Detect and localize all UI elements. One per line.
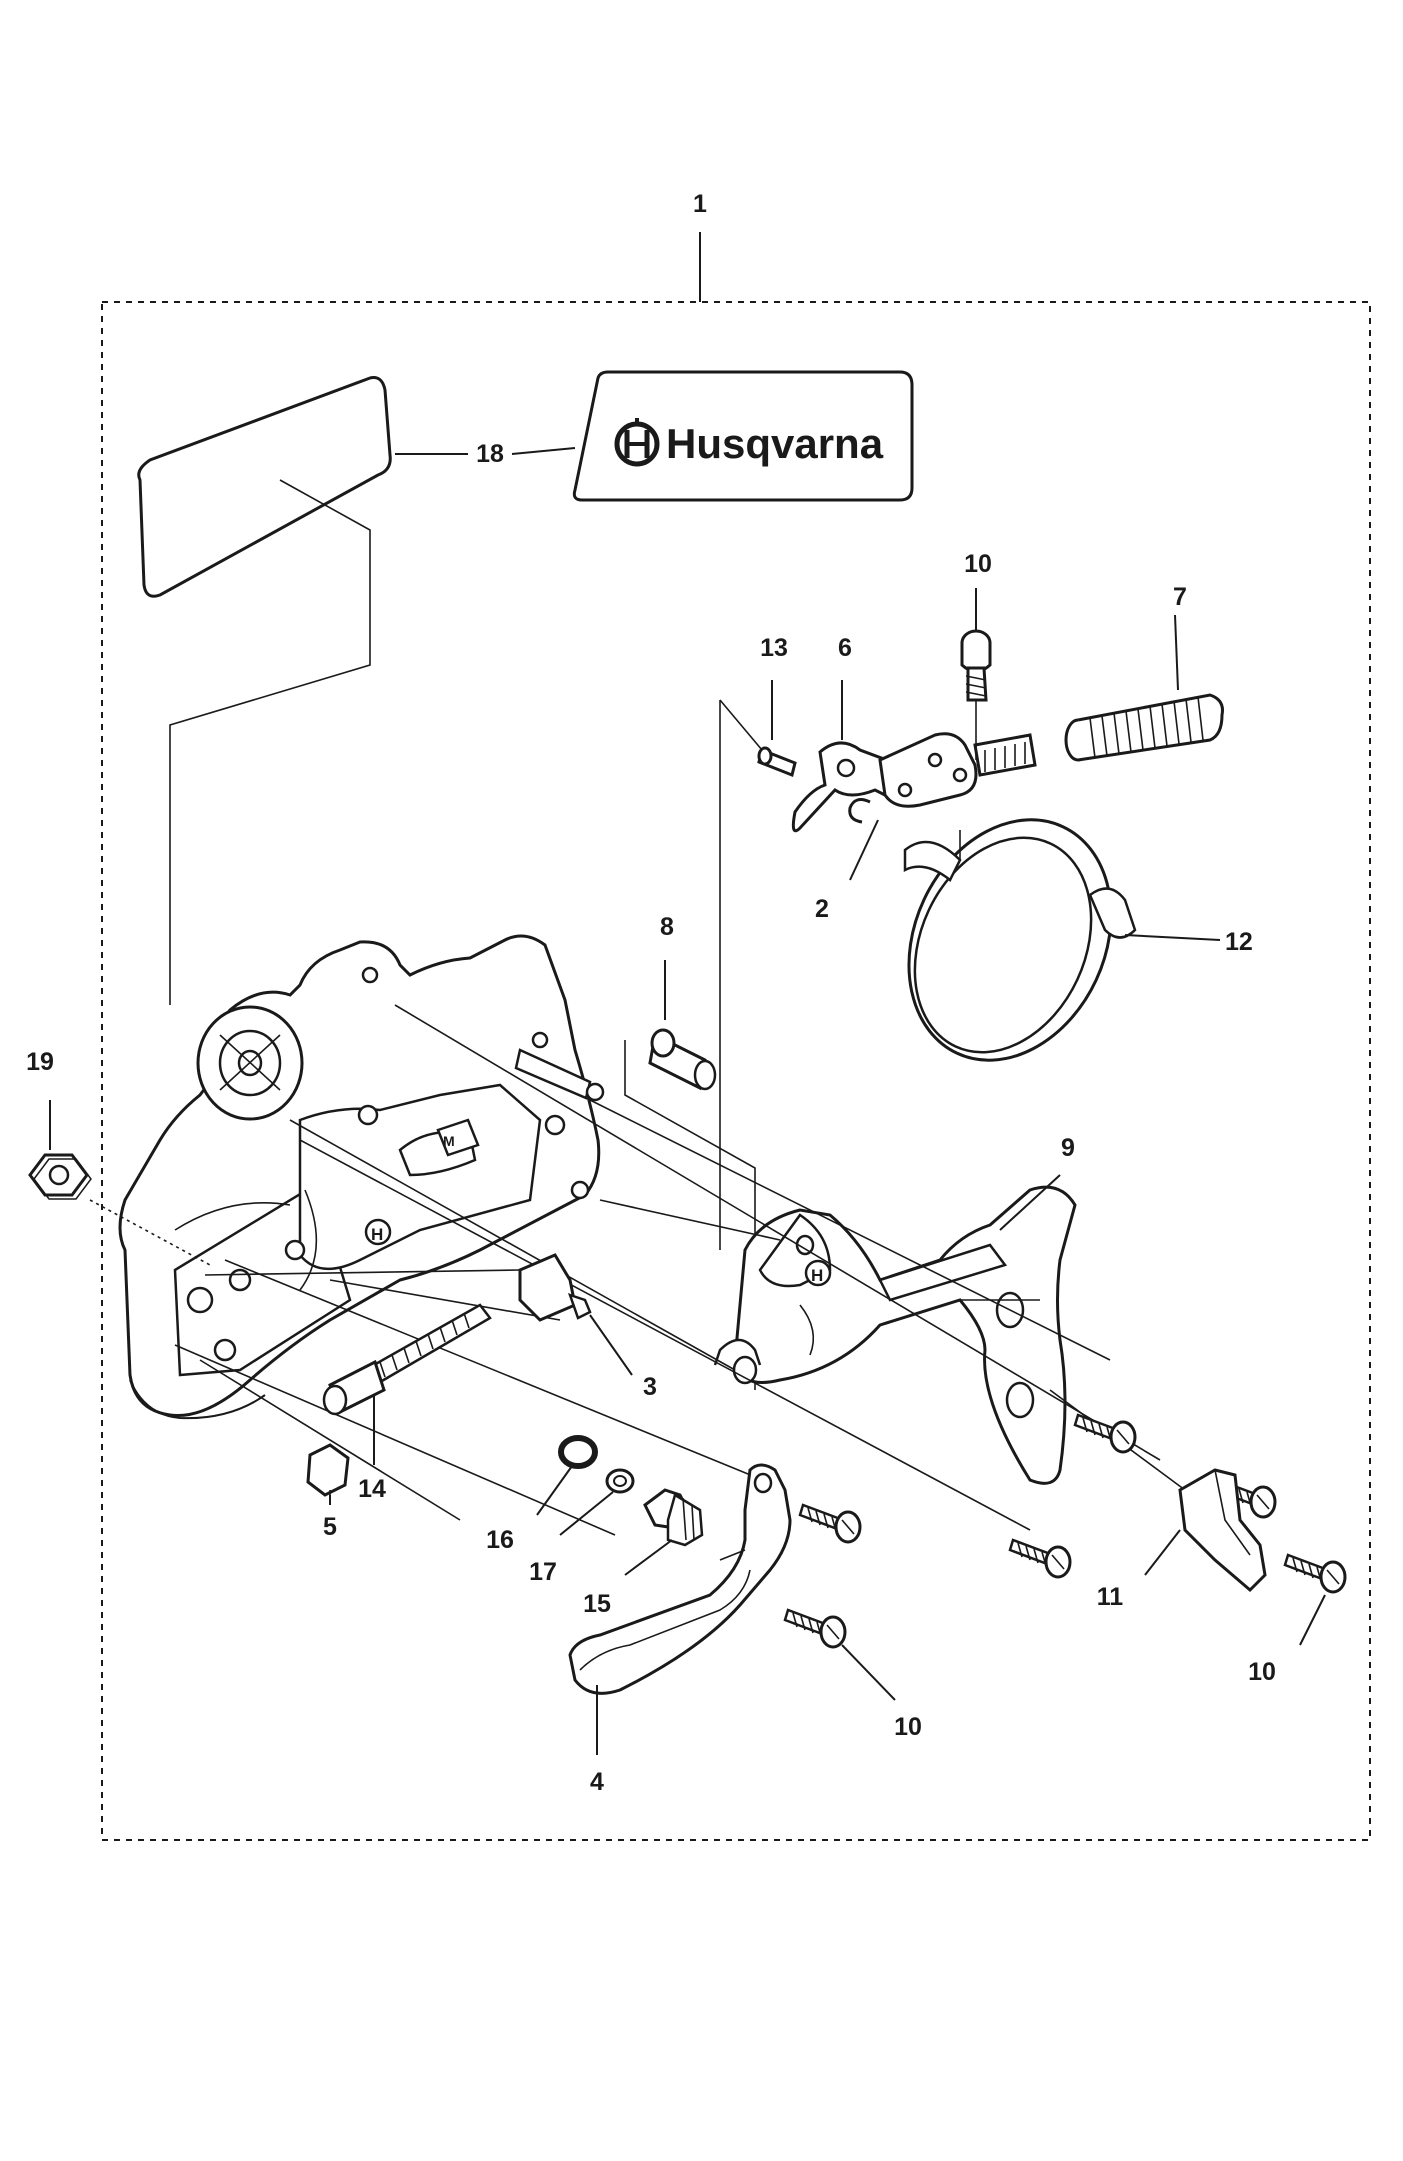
label-18: 18 bbox=[476, 440, 504, 468]
label-12: 12 bbox=[1225, 928, 1253, 956]
label-10-bottom: 10 bbox=[894, 1713, 922, 1741]
clutch-cover-housing: H M bbox=[118, 934, 605, 1420]
decal-leaders bbox=[169, 447, 576, 1005]
label-10-right: 10 bbox=[1248, 1658, 1276, 1686]
sleeve-8 bbox=[624, 960, 756, 1390]
screw-b bbox=[783, 1608, 896, 1701]
label-11: 11 bbox=[1097, 1583, 1124, 1611]
screw-d bbox=[1073, 1413, 1137, 1454]
nut-19 bbox=[28, 1100, 211, 1266]
decal-brand: Husqvarna bbox=[572, 370, 914, 502]
label-17: 17 bbox=[529, 1558, 557, 1586]
screw-c bbox=[1008, 1538, 1072, 1579]
oring-16 bbox=[536, 1435, 598, 1516]
label-4: 4 bbox=[590, 1768, 604, 1796]
label-5: 5 bbox=[323, 1513, 337, 1541]
housing-badge-icon: M bbox=[436, 1118, 480, 1157]
label-6: 6 bbox=[838, 634, 852, 662]
label-1: 1 bbox=[693, 190, 707, 218]
svg-text:M: M bbox=[443, 1133, 455, 1149]
label-15: 15 bbox=[583, 1590, 611, 1618]
adjuster-nut-3 bbox=[518, 1253, 633, 1376]
tensioner-nut-5 bbox=[306, 1443, 350, 1505]
spring-7-coil bbox=[1064, 693, 1224, 762]
callout-labels: 1 18 10 7 13 6 2 12 8 19 9 3 14 5 16 17 … bbox=[26, 190, 1276, 1796]
chain-catcher-4 bbox=[568, 1463, 792, 1755]
brake-lever-assembly bbox=[757, 588, 1224, 881]
drive-gear-15 bbox=[624, 1488, 704, 1576]
label-2: 2 bbox=[815, 895, 829, 923]
tensioner-screw-14 bbox=[322, 1303, 492, 1465]
decal-blank bbox=[137, 376, 392, 598]
cover-piece-11 bbox=[1144, 1468, 1267, 1593]
brake-band-12 bbox=[903, 818, 1221, 1062]
husqvarna-logo-icon bbox=[614, 418, 660, 467]
label-8: 8 bbox=[660, 913, 674, 941]
screws bbox=[783, 1413, 1347, 1701]
svg-text:H: H bbox=[371, 1225, 383, 1244]
brand-name: Husqvarna bbox=[666, 420, 884, 467]
washer-17 bbox=[559, 1468, 635, 1536]
label-16: 16 bbox=[486, 1526, 514, 1554]
screw-f bbox=[1283, 1553, 1347, 1646]
cover-h-logo-icon: H bbox=[804, 1259, 832, 1287]
label-19: 19 bbox=[26, 1048, 54, 1076]
clutch-cover-9: H bbox=[713, 1174, 1077, 1485]
screw-a bbox=[798, 1503, 862, 1544]
svg-text:H: H bbox=[811, 1266, 823, 1285]
label-10-top: 10 bbox=[964, 550, 992, 578]
exploded-axis-lines bbox=[174, 699, 1186, 1536]
label-3: 3 bbox=[643, 1373, 657, 1401]
label-14: 14 bbox=[358, 1475, 386, 1503]
label-13: 13 bbox=[760, 634, 788, 662]
housing-h-logo-icon: H bbox=[364, 1218, 392, 1246]
assembly-frame bbox=[101, 232, 1371, 1841]
label-9: 9 bbox=[1061, 1134, 1075, 1162]
label-7: 7 bbox=[1173, 583, 1187, 611]
